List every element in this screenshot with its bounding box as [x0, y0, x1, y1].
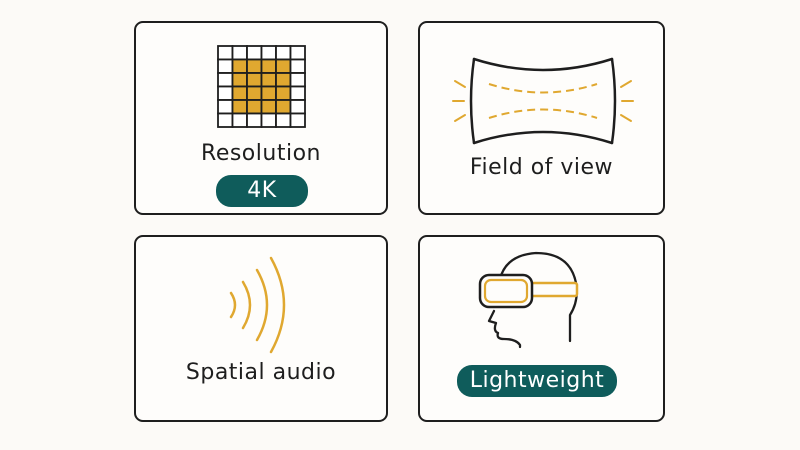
resolution-badge: 4K: [216, 175, 308, 207]
grid-cell-empty: [275, 112, 292, 128]
grid-cell-filled: [260, 99, 277, 115]
spatial-audio-card: Spatial audio: [134, 235, 388, 422]
grid-cell-filled: [275, 99, 292, 115]
grid-cell-empty: [289, 58, 306, 74]
resolution-label: Resolution: [201, 141, 321, 166]
grid-cell-empty: [289, 85, 306, 101]
grid-cell-empty: [217, 112, 234, 128]
grid-cell-filled: [231, 99, 248, 115]
spatial-audio-label: Spatial audio: [185, 360, 337, 385]
grid-cell-empty: [289, 112, 306, 128]
grid-cell-filled: [275, 85, 292, 101]
grid-cell-filled: [260, 85, 277, 101]
grid-cell-empty: [260, 45, 277, 61]
field-of-view-label: Field of view: [469, 155, 614, 180]
lightweight-badge: Lightweight: [457, 365, 617, 397]
grid-cell-empty: [246, 112, 263, 128]
grid-cell-filled: [260, 72, 277, 88]
grid-cell-filled: [246, 85, 263, 101]
grid-cell-empty: [217, 72, 234, 88]
grid-cell-empty: [246, 45, 263, 61]
sound-waves-icon: [229, 256, 286, 354]
grid-cell-empty: [217, 58, 234, 74]
grid-cell-filled: [246, 99, 263, 115]
grid-cell-empty: [217, 45, 234, 61]
grid-cell-empty: [217, 85, 234, 101]
grid-cell-filled: [275, 72, 292, 88]
grid-cell-empty: [289, 45, 306, 61]
grid-cell-empty: [260, 112, 277, 128]
grid-cell-empty: [231, 45, 248, 61]
grid-cell-empty: [275, 45, 292, 61]
grid-cell-filled: [231, 85, 248, 101]
grid-cell-empty: [289, 72, 306, 88]
resolution-card: Resolution 4K: [134, 21, 388, 215]
grid-cell-empty: [231, 112, 248, 128]
pixel-grid-icon: [217, 45, 306, 128]
grid-cell-filled: [275, 58, 292, 74]
vr-headset-head-icon: [478, 251, 579, 349]
grid-cell-filled: [260, 58, 277, 74]
grid-cell-filled: [246, 58, 263, 74]
grid-cell-filled: [231, 72, 248, 88]
lightweight-card: Lightweight: [418, 235, 665, 422]
grid-cell-empty: [289, 99, 306, 115]
grid-cell-empty: [217, 99, 234, 115]
field-of-view-card: Field of view: [418, 21, 665, 215]
field-of-view-icon: [452, 57, 634, 145]
grid-cell-filled: [246, 72, 263, 88]
grid-cell-filled: [231, 58, 248, 74]
